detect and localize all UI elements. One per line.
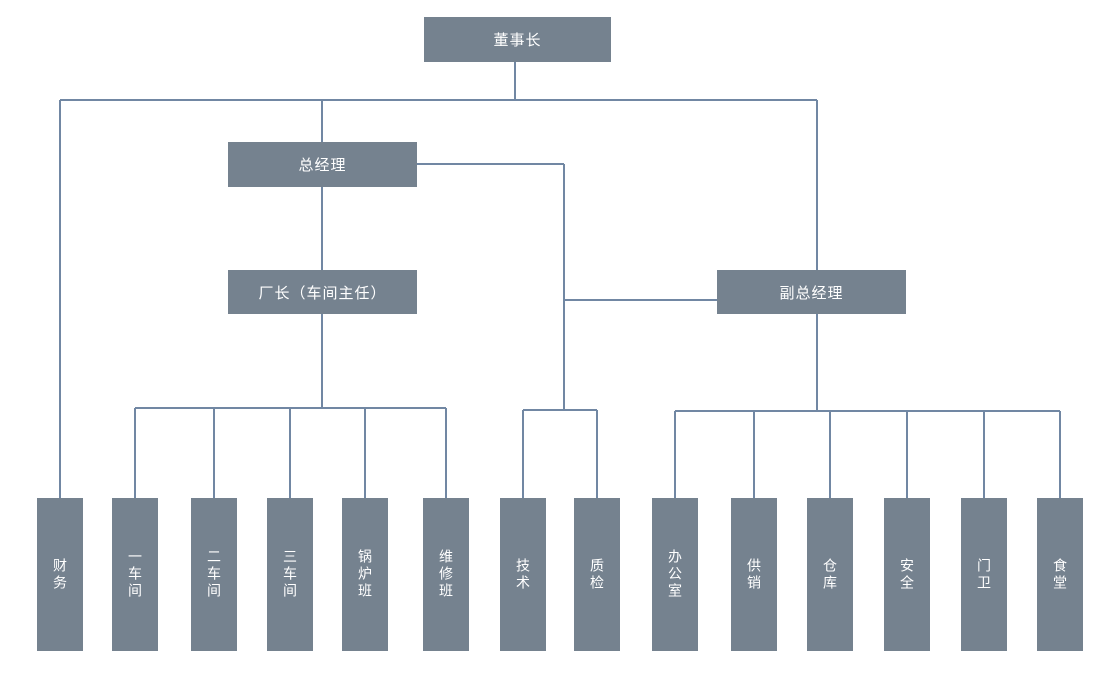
org-node-gatekeeper: 门卫 [961, 498, 1007, 651]
org-node-workshop-3: 三车间 [267, 498, 313, 651]
org-node-office: 办公室 [652, 498, 698, 651]
org-node-boiler-team: 锅炉班 [342, 498, 388, 651]
org-node-technology: 技术 [500, 498, 546, 651]
org-node-finance: 财务 [37, 498, 83, 651]
org-node-factory-director: 厂长（车间主任） [228, 270, 417, 314]
org-node-maintenance-team: 维修班 [423, 498, 469, 651]
org-node-quality-inspection: 质检 [574, 498, 620, 651]
org-node-workshop-2: 二车间 [191, 498, 237, 651]
org-node-workshop-1: 一车间 [112, 498, 158, 651]
org-node-warehouse: 仓库 [807, 498, 853, 651]
org-node-safety: 安全 [884, 498, 930, 651]
org-node-deputy-general-manager: 副总经理 [717, 270, 906, 314]
org-node-chairman: 董事长 [424, 17, 611, 62]
org-node-canteen: 食堂 [1037, 498, 1083, 651]
org-node-general-manager: 总经理 [228, 142, 417, 187]
org-node-supply-sales: 供销 [731, 498, 777, 651]
